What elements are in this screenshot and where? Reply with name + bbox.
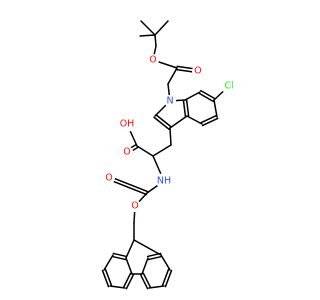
- molecule-structure-diagram: O O N Cl OH O O NH: [101, 20, 237, 290]
- bond-l6-l1: [112, 252, 128, 258]
- bond-l4-l5: [122, 272, 132, 289]
- bond-r3-r4: [148, 285, 165, 289]
- atom-o-ester-carbonyl: O: [192, 65, 204, 77]
- bond-r6-r1: [147, 255, 163, 261]
- atom-cl: Cl: [221, 78, 237, 94]
- atom-nh: NH: [156, 173, 172, 189]
- bond-c2-c3: [153, 116, 170, 130]
- atom-o-acid: O: [121, 146, 133, 158]
- bond-l2-l3: [101, 269, 110, 288]
- atom-o-carbamate-label: O: [131, 201, 138, 212]
- bond-ccb-occ: [107, 178, 148, 196]
- bond-c4-c5: [200, 114, 218, 124]
- bond-c5-c6: [213, 99, 218, 118]
- bond-c3a-c7a: [182, 99, 187, 117]
- bond-l2-l3: [104, 268, 113, 287]
- atom-oh-label: OH: [120, 119, 135, 130]
- atom-nh-label: NH: [157, 176, 171, 187]
- bond-c4-c5: [201, 117, 219, 127]
- atom-o-carbamate: O: [129, 200, 141, 212]
- bond-c2-c3: [155, 114, 172, 128]
- atom-cl-label: Cl: [224, 81, 233, 92]
- bond-ca-cac: [136, 145, 154, 157]
- bond-r6-r1: [146, 252, 162, 258]
- bond-ccb-occ: [108, 175, 149, 193]
- atom-o-ester-label: O: [149, 55, 156, 66]
- atom-o-acid-label: O: [123, 147, 130, 158]
- bond-r4-r5: [161, 268, 170, 287]
- bond-c3a-c4: [186, 115, 203, 125]
- bond-c9-r6: [133, 239, 162, 256]
- bond-me4-tbq: [139, 34, 156, 37]
- bond-r1-r2: [141, 257, 149, 275]
- bond-ce-ch2b: [167, 67, 178, 85]
- atom-o-ester-carbonyl-label: O: [194, 66, 201, 77]
- bond-c9-l6: [125, 239, 135, 259]
- bond-c6-c7: [198, 92, 214, 103]
- atom-n-indole-label: N: [166, 96, 173, 107]
- bond-me2-tbq: [154, 20, 169, 36]
- atom-n-indole: N: [164, 95, 176, 107]
- bond-c3a-c7a: [185, 99, 190, 117]
- bond-layer: [101, 20, 230, 290]
- bond-l6-l1: [111, 255, 127, 261]
- bond-me1-tbq: [140, 20, 156, 36]
- atom-o-ester: O: [147, 54, 159, 66]
- bond-l3-l4: [109, 285, 126, 289]
- bond-c6-c7: [200, 89, 216, 100]
- atom-label-layer: O O N Cl OH O O NH: [103, 54, 237, 212]
- bond-r2-r3: [142, 272, 152, 289]
- atom-o-carbamate-carbonyl: O: [103, 172, 115, 184]
- bond-c7-c7a: [184, 91, 201, 101]
- bond-c3-cb: [169, 127, 172, 146]
- bond-r4-r5: [164, 269, 173, 288]
- atom-oh: OH: [119, 116, 135, 132]
- bond-l1-l2: [103, 254, 114, 271]
- bond-l5-l6: [125, 257, 133, 275]
- bond-r2-r3: [139, 273, 149, 290]
- bond-r5-r6: [160, 254, 171, 271]
- bond-tbq-me3: [154, 34, 157, 47]
- bond-l4-l5: [125, 273, 135, 290]
- bond-cb-ca: [152, 144, 172, 157]
- bond-c3-c3a: [169, 115, 188, 129]
- atom-o-carbamate-carbonyl-label: O: [105, 173, 112, 184]
